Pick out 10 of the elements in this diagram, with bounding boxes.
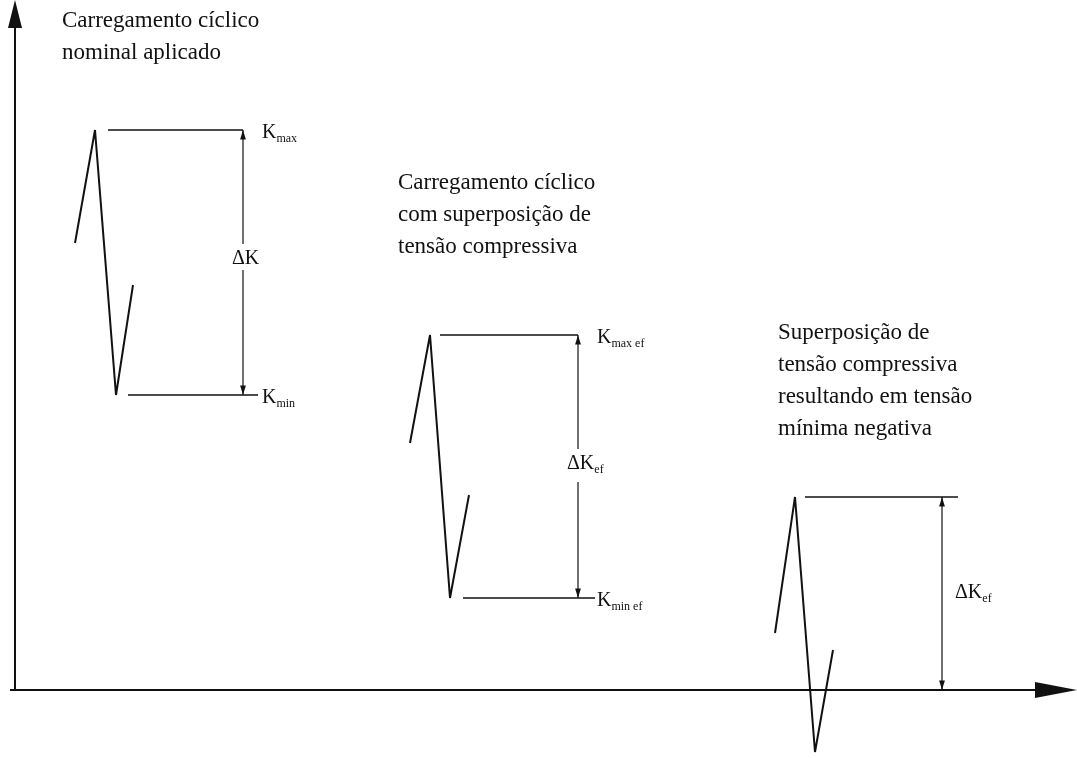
group-caption: Carregamento cíclico com superposição de tensão compressiva <box>398 168 597 260</box>
level-label: K$_{max}$ <box>262 119 298 147</box>
group-caption: Superposição de tensão compressiva resultando em tensão mínima negativa <box>778 318 974 442</box>
dimension-label: ΔK <box>232 244 260 270</box>
level-label: K$_{min ef}$ <box>597 587 643 615</box>
level-label: K$_{max ef}$ <box>597 324 645 352</box>
dimension-label: ΔK$_{ef}$ <box>567 449 604 482</box>
level-label: ΔK$_{ef}$ <box>955 579 992 607</box>
level-label: K$_{min}$ <box>262 384 296 412</box>
group-caption: Carregamento cíclico nominal aplicado <box>62 6 261 66</box>
